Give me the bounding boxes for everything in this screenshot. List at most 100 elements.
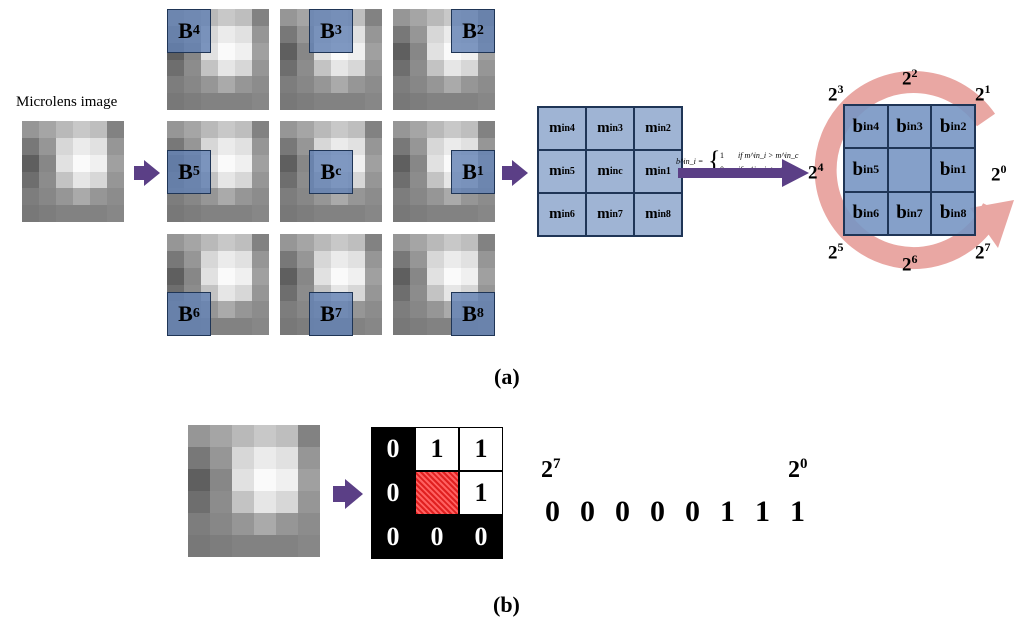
pixel xyxy=(210,469,232,491)
pixel xyxy=(410,267,427,285)
pixel xyxy=(107,121,124,138)
pixel xyxy=(444,250,461,268)
pixel xyxy=(280,188,297,206)
pixel xyxy=(427,318,444,335)
pixel xyxy=(252,93,269,110)
pixel xyxy=(348,267,365,285)
pixel xyxy=(348,121,365,138)
microlens-label: Microlens image xyxy=(16,94,118,110)
pixel xyxy=(297,205,314,222)
pixel xyxy=(393,121,410,138)
pixel xyxy=(254,425,276,447)
pixel xyxy=(235,25,252,43)
pixel xyxy=(280,267,297,285)
microlens-image-small xyxy=(188,425,320,557)
pixel xyxy=(22,205,39,222)
pixel xyxy=(280,318,297,335)
pixel xyxy=(461,59,478,77)
pixel xyxy=(427,188,444,206)
pixel xyxy=(252,318,269,335)
caption-a: (a) xyxy=(494,364,520,389)
pixel xyxy=(393,154,410,172)
pixel xyxy=(218,284,235,302)
pixel xyxy=(218,9,235,26)
pixel xyxy=(107,171,124,189)
pixel xyxy=(331,93,348,110)
pixel xyxy=(410,250,427,268)
pixel xyxy=(39,188,56,206)
pixel xyxy=(365,205,382,222)
pixel xyxy=(235,9,252,26)
binary-cell: 0 xyxy=(386,522,400,551)
pixel xyxy=(427,284,444,302)
pixel xyxy=(276,425,298,447)
formula-lhs: b^in_i = xyxy=(676,157,704,166)
pixel xyxy=(280,121,297,138)
pixel xyxy=(254,535,276,557)
pixel xyxy=(298,535,320,557)
pixel xyxy=(393,301,410,319)
pixel xyxy=(252,205,269,222)
arrow-2 xyxy=(502,160,528,186)
pixel xyxy=(232,491,254,513)
pixel xyxy=(235,59,252,77)
pixel xyxy=(167,121,184,138)
pixel xyxy=(73,154,90,172)
pixel xyxy=(167,267,184,285)
pixel xyxy=(252,234,269,251)
pixel xyxy=(461,76,478,94)
pixel xyxy=(188,491,210,513)
pixel xyxy=(167,250,184,268)
pixel xyxy=(280,171,297,189)
pixel xyxy=(218,93,235,110)
pixel xyxy=(427,234,444,251)
pixel xyxy=(280,250,297,268)
pixel xyxy=(201,59,218,77)
pixel xyxy=(184,121,201,138)
pixel xyxy=(39,205,56,222)
pixel xyxy=(252,121,269,138)
pixel xyxy=(297,234,314,251)
center-pixel-marked xyxy=(415,471,459,515)
pixel xyxy=(280,9,297,26)
pixel xyxy=(90,121,107,138)
pixel xyxy=(252,284,269,302)
pixel xyxy=(184,93,201,110)
pixel xyxy=(252,301,269,319)
pixel xyxy=(252,9,269,26)
pixel xyxy=(444,76,461,94)
pixel xyxy=(235,188,252,206)
pixel xyxy=(252,154,269,172)
pixel xyxy=(210,513,232,535)
pixel xyxy=(252,137,269,155)
binary-cell: 1 xyxy=(415,427,459,471)
arrow-1 xyxy=(134,160,160,186)
bit: 0 xyxy=(580,495,595,528)
pixel xyxy=(393,284,410,302)
pixel xyxy=(254,513,276,535)
pixel xyxy=(235,318,252,335)
pixel xyxy=(218,25,235,43)
pixel xyxy=(167,205,184,222)
pixel xyxy=(252,267,269,285)
pixel xyxy=(331,234,348,251)
power-2-2: 22 xyxy=(902,66,918,90)
pixel xyxy=(252,59,269,77)
binary-cell: 0 xyxy=(430,522,444,551)
pixel xyxy=(444,234,461,251)
pixel xyxy=(393,234,410,251)
arrow-3 xyxy=(678,159,809,187)
pixel xyxy=(444,59,461,77)
pixel xyxy=(235,76,252,94)
pixel xyxy=(365,154,382,172)
pixel xyxy=(280,301,297,319)
pixel xyxy=(235,93,252,110)
pixel xyxy=(73,205,90,222)
pixel xyxy=(90,188,107,206)
